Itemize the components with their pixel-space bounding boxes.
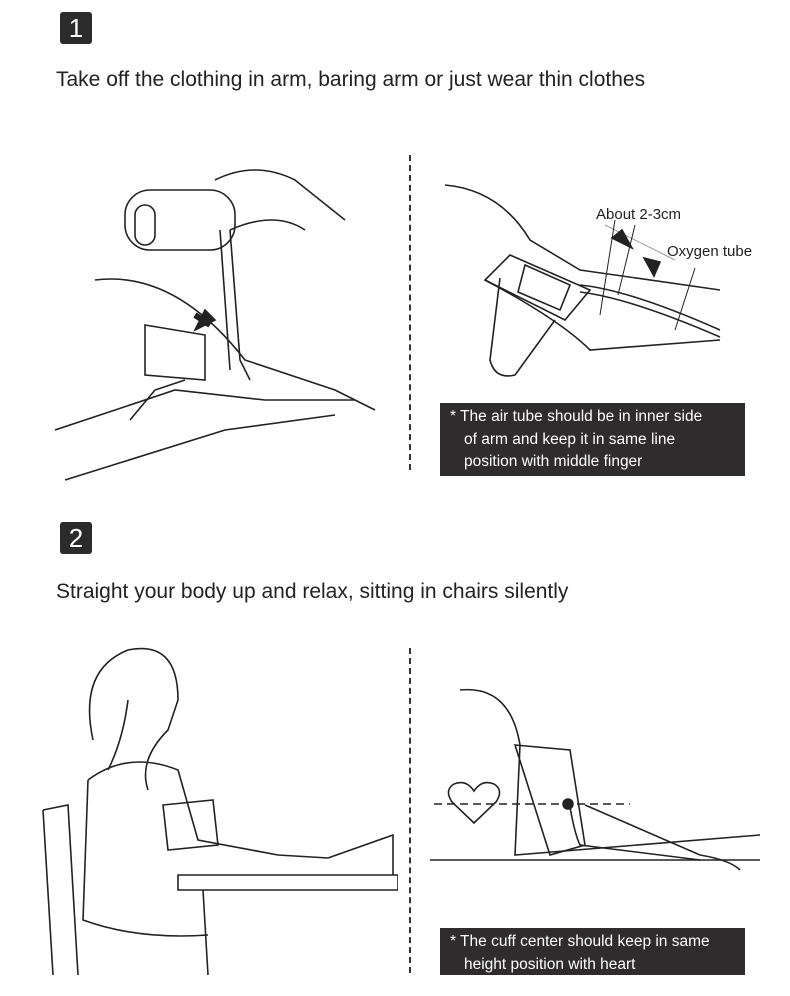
distance-label: About 2-3cm: [596, 206, 682, 223]
step-1-title: Take off the clothing in arm, baring arm…: [56, 68, 646, 91]
note-line: height position with heart: [464, 955, 636, 973]
note-line: * The cuff center should keep in same: [450, 933, 710, 950]
vertical-divider: [409, 155, 411, 470]
note-line: * The air tube should be in inner side: [450, 408, 703, 425]
oxygen-tube-label: Oxygen tube: [667, 243, 753, 260]
note-line: position with middle finger: [464, 453, 643, 470]
cuff-wrapping-illustration: [55, 169, 376, 481]
step-1-badge: 1: [60, 12, 92, 44]
step-1-note: * The air tube should be in inner side o…: [440, 403, 745, 476]
heart-level-illustration: [430, 688, 760, 871]
cuff-position-illustration: [444, 184, 721, 377]
note-line: of arm and keep it in same line: [464, 430, 676, 448]
step-2-title: Straight your body up and relax, sitting…: [56, 580, 569, 603]
step-2-badge: 2: [60, 522, 92, 554]
seated-posture-illustration: [42, 647, 398, 976]
step-2-note: * The cuff center should keep in same he…: [440, 928, 745, 975]
vertical-divider: [409, 648, 411, 973]
